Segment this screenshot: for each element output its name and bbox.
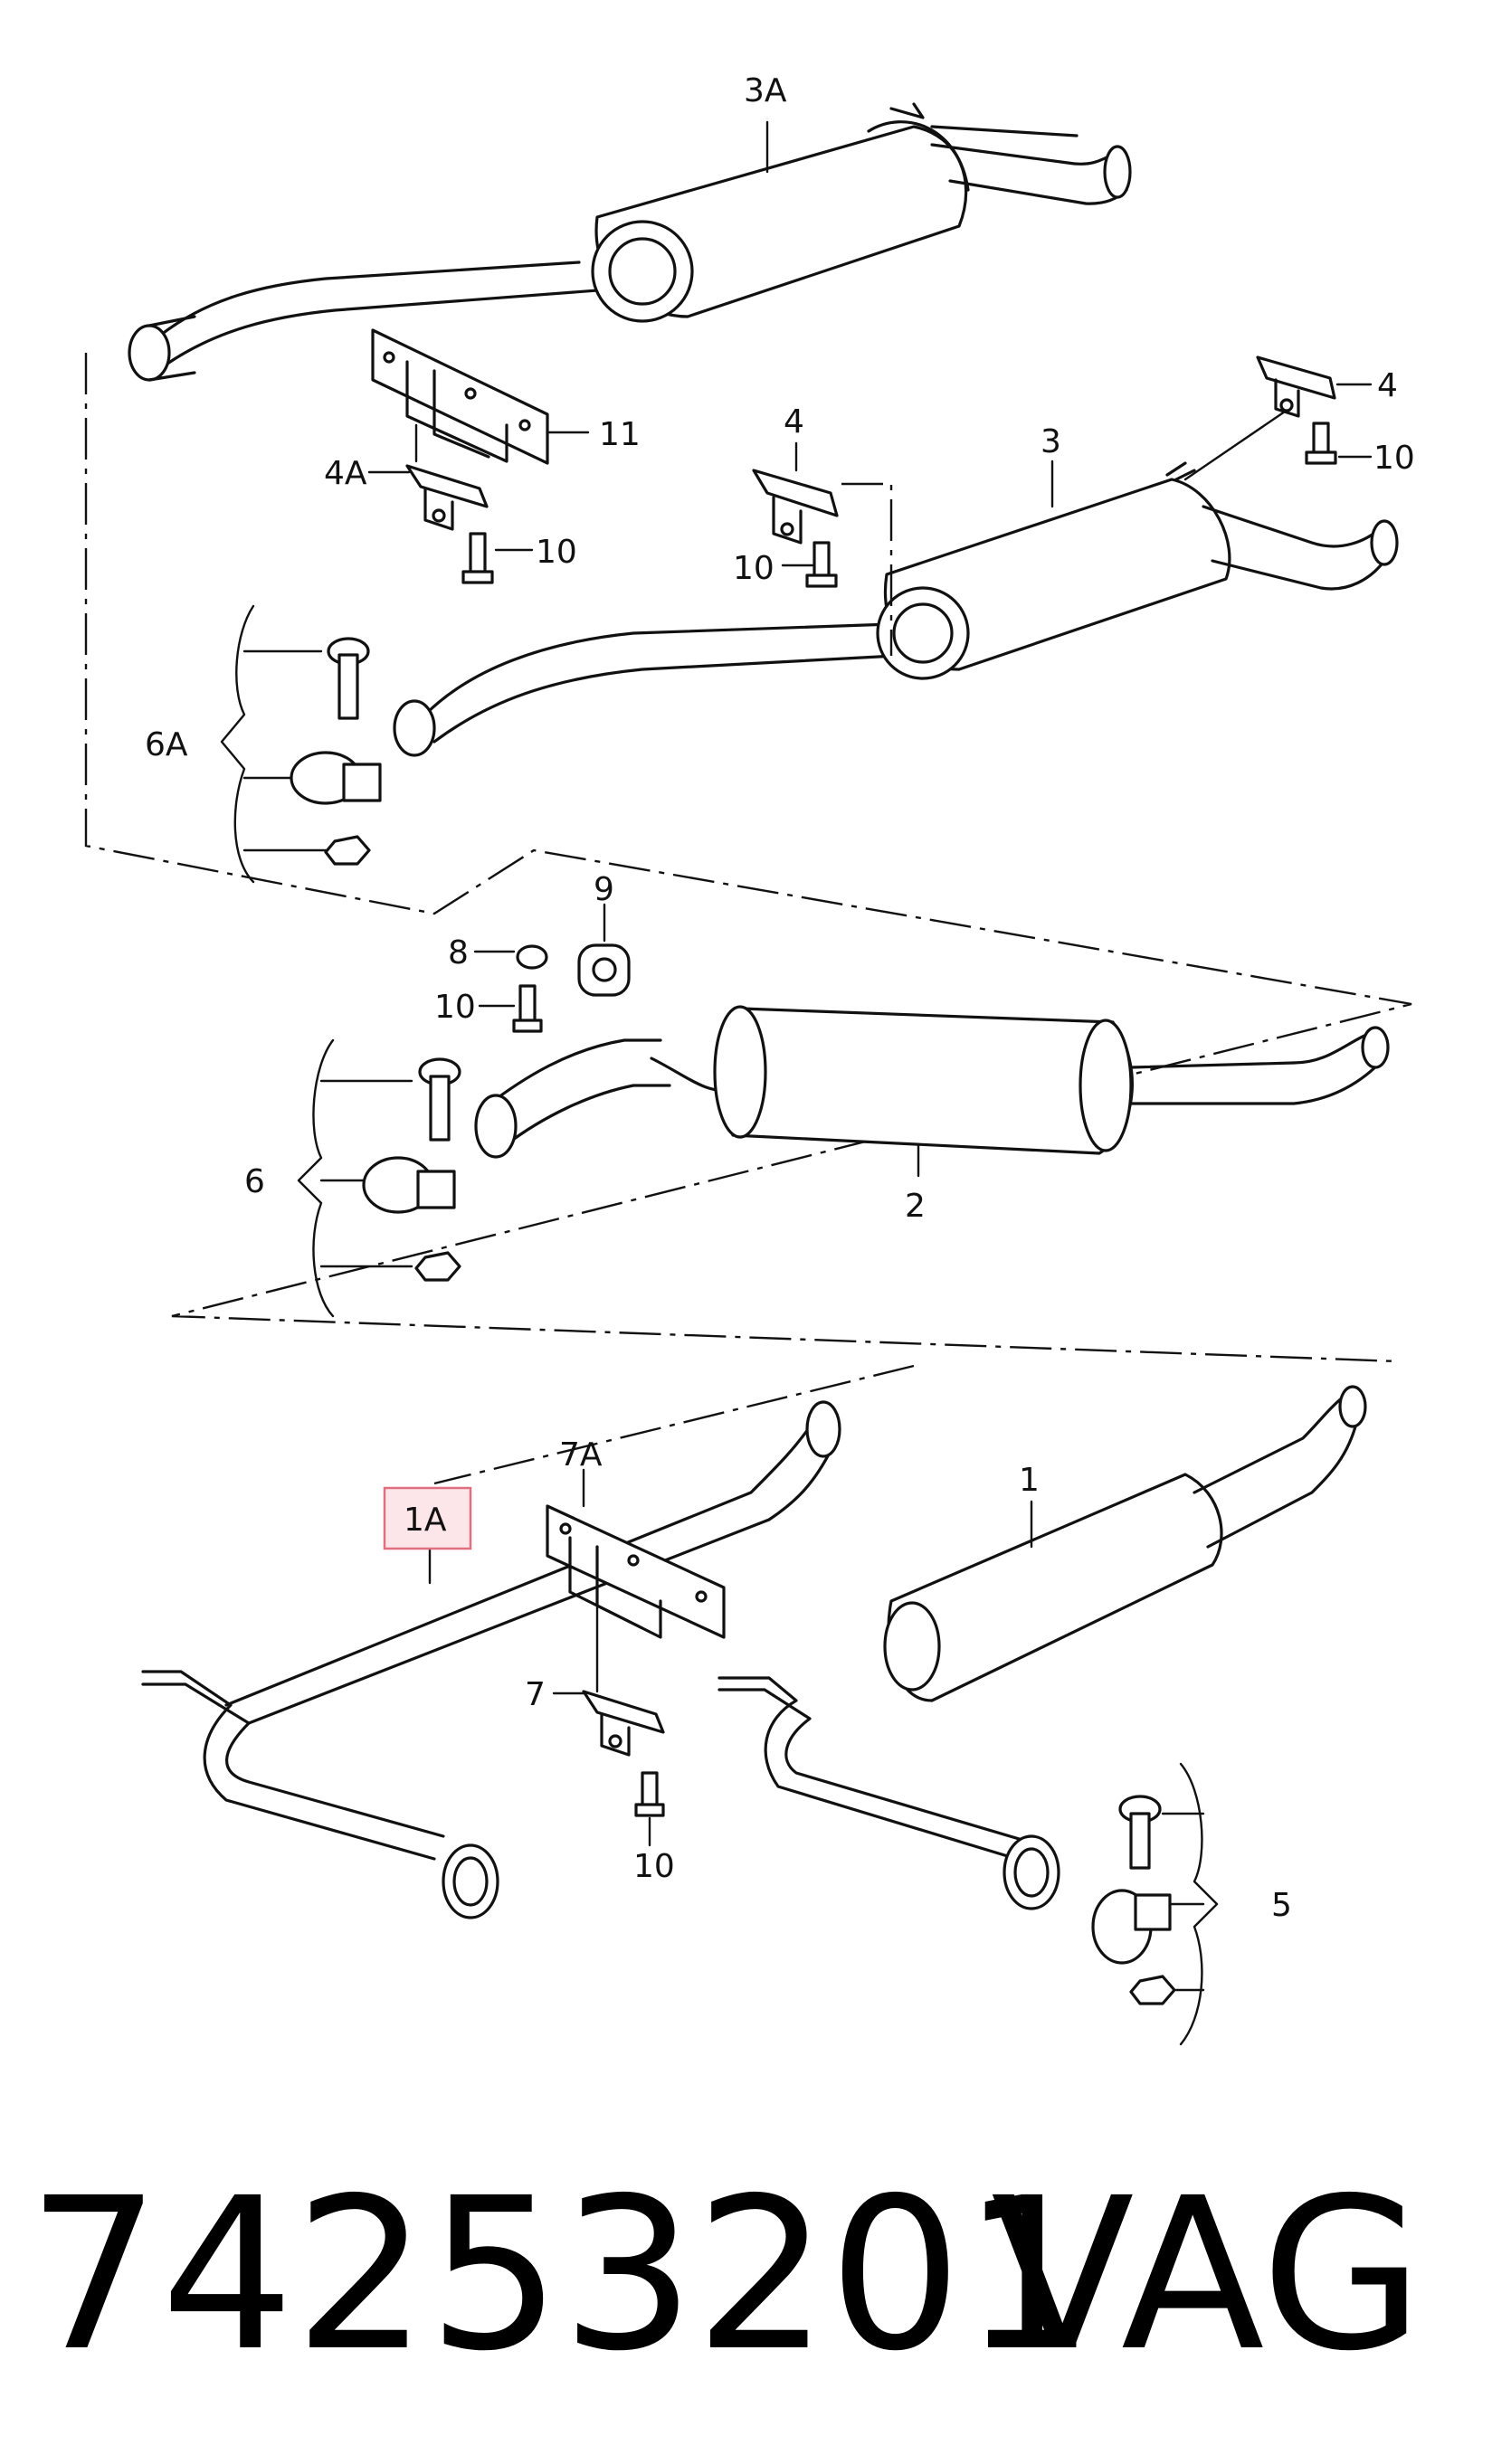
clamp-set-5	[1091, 1762, 1219, 2046]
label-3A: 3A	[744, 72, 787, 109]
label-10-a: 10	[536, 534, 577, 571]
label-3: 3	[1041, 423, 1061, 460]
hanger-7	[552, 1690, 665, 1757]
label-4-left: 4	[784, 403, 804, 441]
label-10-b: 10	[1373, 440, 1415, 477]
bracket-11	[371, 328, 590, 465]
hanger-4-left	[752, 441, 839, 545]
callout-labels: 3A 11 4A 10 4 3 4 10 10 6A 9 8 10 6 2 7A…	[145, 72, 1415, 1924]
bolt-10-a	[461, 532, 534, 584]
brand-name: VAG	[991, 2153, 1423, 2397]
front-pipe-1A	[141, 1400, 841, 1919]
center-silencer-2	[474, 1005, 1390, 1159]
label-10-e: 10	[633, 1848, 675, 1885]
label-8: 8	[448, 934, 469, 971]
label-11: 11	[599, 416, 641, 453]
label-1: 1	[1019, 1462, 1040, 1499]
label-10-d: 10	[434, 989, 476, 1026]
rubber-mount-9	[577, 903, 631, 997]
label-7A: 7A	[559, 1436, 603, 1474]
label-1A: 1A	[404, 1502, 447, 1539]
bolt-10-d	[478, 984, 543, 1033]
assembly-lines	[84, 353, 1412, 1485]
hanger-4-right	[1183, 355, 1373, 481]
bolt-10-e	[634, 1771, 665, 1847]
hanger-4A	[367, 464, 489, 531]
rear-silencer-3A	[128, 102, 1132, 382]
bolt-10-b	[781, 541, 838, 588]
label-7: 7	[525, 1676, 546, 1713]
label-leaders	[383, 120, 1054, 1585]
rear-silencer-3	[393, 461, 1399, 757]
bolt-10-c	[1305, 422, 1373, 465]
label-4A: 4A	[324, 455, 367, 492]
highlight-box-1A	[383, 1486, 472, 1550]
label-2: 2	[905, 1188, 926, 1225]
part-number: 74253201	[27, 2153, 1096, 2397]
label-6: 6	[244, 1163, 265, 1200]
clip-8	[473, 944, 548, 970]
clamp-set-6	[297, 1038, 461, 1318]
bracket-7A	[546, 1468, 726, 1693]
clamp-set-6A	[220, 604, 382, 884]
label-6A: 6A	[145, 726, 188, 763]
label-4-right: 4	[1377, 367, 1398, 404]
label-9: 9	[594, 871, 614, 908]
label-5: 5	[1271, 1887, 1292, 1924]
front-silencer-1	[717, 1385, 1367, 1910]
label-10-c: 10	[733, 550, 775, 587]
